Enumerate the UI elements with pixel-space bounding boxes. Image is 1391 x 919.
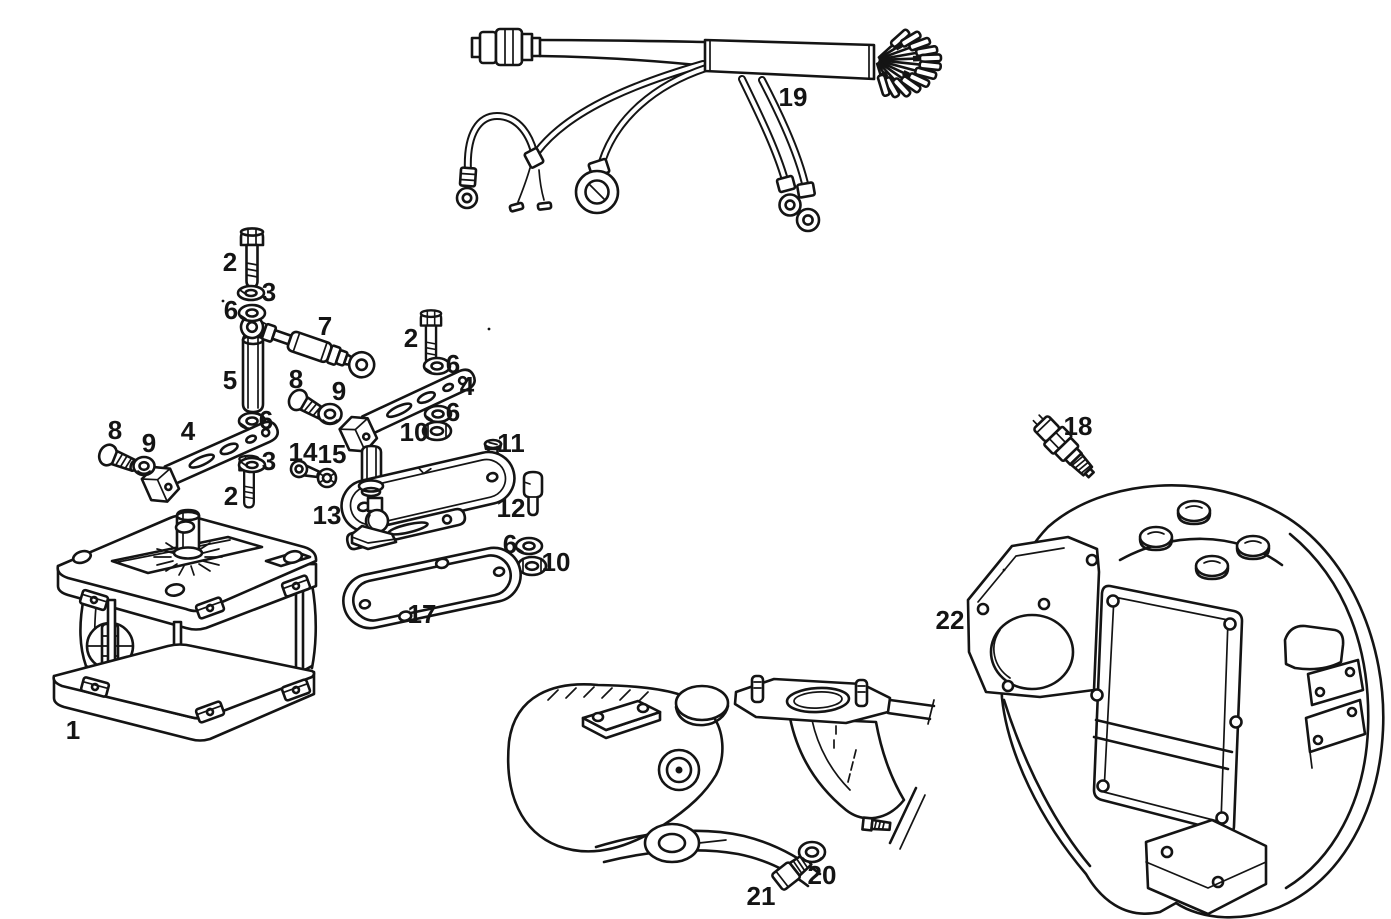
part-label-17: 17: [408, 599, 437, 629]
part-label-5: 5: [223, 365, 237, 395]
part-label-13: 13: [313, 500, 342, 530]
part-label-2b: 2: [404, 323, 418, 353]
part-label-7: 7: [318, 311, 332, 341]
part-label-2c: 2: [224, 481, 238, 511]
part-13-control-plate-assembly: [340, 444, 516, 551]
filler-boss: [1138, 525, 1174, 552]
part-6-spring-washer: [514, 536, 544, 556]
crimp-sleeve: [796, 181, 816, 199]
part-label-10b: 10: [542, 547, 571, 577]
part-17-gasket: [342, 546, 522, 630]
part-19-wiring-harness: [455, 27, 943, 233]
bullet-terminal: [536, 201, 553, 211]
part-label-1: 1: [66, 715, 80, 745]
part-label-2a: 2: [223, 247, 237, 277]
ring-terminal-small: [795, 207, 821, 233]
part-label-12: 12: [497, 493, 526, 523]
part-label-10a: 10: [400, 417, 429, 447]
ring-terminal-large: [574, 169, 620, 215]
filler-boss: [1194, 554, 1230, 581]
exhaust-flange: [733, 674, 936, 725]
part-3-washer: [236, 284, 266, 302]
dome-cap: [674, 684, 730, 722]
centre-dashes: [833, 725, 857, 783]
part-label-6e: 6: [503, 529, 517, 559]
part-label-6b: 6: [446, 349, 460, 379]
part-6-spring-washer: [237, 303, 267, 323]
bullet-terminal: [508, 201, 525, 213]
part-5-spacer-tube: [241, 331, 265, 414]
harness-terminal-fan: [875, 28, 943, 99]
part-label-22: 22: [936, 605, 965, 635]
bottom-flange-face: [52, 643, 316, 720]
part-label-21: 21: [747, 881, 776, 911]
part-1-governor-unit: [52, 508, 318, 742]
part-label-15: 15: [318, 439, 347, 469]
filler-boss: [1235, 534, 1271, 561]
part-label-4b: 4: [460, 371, 475, 401]
part-9-grommet: [317, 402, 343, 426]
part-label-18: 18: [1064, 411, 1093, 441]
harness-connector-plug: [470, 27, 542, 67]
ring-terminal-small: [455, 186, 479, 210]
crimp-sleeve: [523, 147, 545, 169]
output-shaft: [172, 508, 204, 560]
part-15-knurled-nut: [316, 467, 338, 489]
part-2-bolt: [419, 309, 443, 366]
part-22-flywheel-housing: [966, 484, 1385, 919]
part-label-20: 20: [808, 860, 837, 890]
part-label-6d: 6: [446, 397, 460, 427]
part-2-bolt: [239, 227, 265, 289]
part-9-washer: [132, 455, 156, 477]
scan-specks: [221, 299, 1006, 572]
part-label-8a: 8: [108, 415, 122, 445]
elbow-funnel: [788, 716, 906, 820]
part-label-6a: 6: [224, 295, 238, 325]
bracket-boss: [581, 699, 662, 740]
part-label-3b: 3: [262, 446, 276, 476]
governor-linkage-exploded-group: [94, 227, 548, 630]
engine-casting: [506, 674, 936, 891]
side-pads: [1283, 624, 1367, 769]
filler-boss: [1176, 499, 1212, 526]
part-label-19: 19: [779, 82, 808, 112]
round-boss: [657, 748, 701, 792]
plate-shaft: [360, 444, 383, 486]
side-bolt: [861, 816, 892, 832]
part-label-6c: 6: [259, 405, 273, 435]
part-12-pin: [522, 470, 544, 517]
access-window: [1090, 584, 1244, 834]
part-label-9a: 9: [142, 428, 156, 458]
part-20-seal-washer: [797, 840, 827, 864]
crimp-sleeve: [775, 174, 797, 194]
bottom-foot: [1144, 818, 1268, 916]
part-label-14: 14: [289, 437, 318, 467]
part-label-3a: 3: [262, 277, 276, 307]
ring-terminal-small: [778, 193, 802, 217]
machining-hatch: [547, 686, 649, 703]
part-label-11: 11: [497, 428, 525, 458]
part-label-4a: 4: [181, 416, 196, 446]
crimp-sleeve: [458, 166, 478, 188]
part-label-9b: 9: [332, 376, 346, 406]
harness-sheath: [703, 38, 876, 81]
part-label-8b: 8: [289, 364, 303, 394]
part-18-sender-switch: [1032, 414, 1095, 479]
ball-stud: [350, 496, 398, 551]
